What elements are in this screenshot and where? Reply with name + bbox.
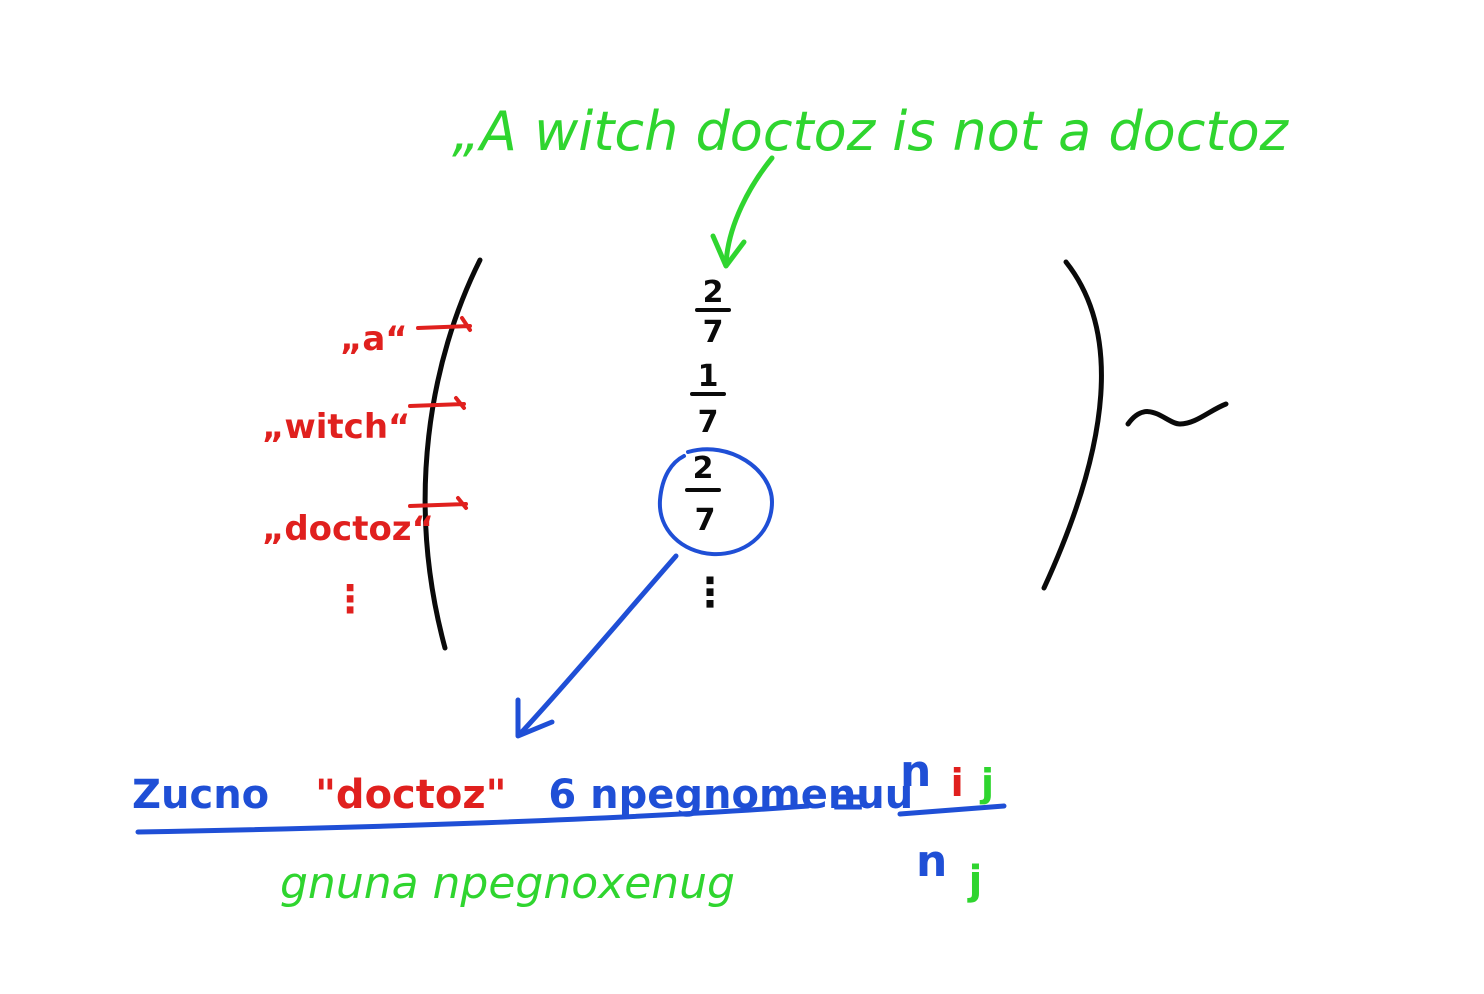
numerator-part1: Zucno (132, 772, 269, 818)
rhs-denominator: n j (916, 836, 982, 904)
fraction-bar (135, 803, 811, 835)
row-label-doctoz: „doctoz“ (262, 509, 434, 549)
matrix-entry: 1 7 (690, 359, 726, 440)
matrix-entry-3-num: 2 (693, 451, 714, 486)
rhs-numerator: n i j (900, 746, 994, 807)
matrix-entry-1-num: 2 (703, 275, 724, 310)
row-arrow-a (416, 316, 472, 332)
row-label-ellipsis: ⋮ (331, 577, 369, 621)
formula-numerator: Zucno "doctoz" 6 npegnomenuu (132, 772, 913, 818)
rhs-num-base: n (900, 746, 931, 797)
formula-denominator: gnuna npegnoxenug (280, 858, 735, 909)
highlight-circle (657, 447, 774, 557)
matrix-entry: 2 7 (695, 275, 731, 350)
right-bracket (1041, 259, 1104, 591)
rhs-den-base: n (916, 836, 947, 887)
equals-sign: = (830, 776, 867, 827)
tilde-mark (1125, 401, 1229, 427)
matrix-entry-2-den: 7 (698, 405, 719, 440)
green-arrow (710, 155, 775, 269)
row-arrow-doctoz (408, 496, 468, 510)
rhs-den-sub: j (967, 858, 983, 904)
matrix-entry-3-den: 7 (695, 503, 716, 538)
rhs-fraction-bar (897, 803, 1007, 817)
row-arrow-witch (408, 396, 466, 410)
rhs-num-sub-i: i (951, 761, 964, 805)
blue-arrow (515, 553, 679, 739)
row-label-a: „a“ (340, 319, 408, 359)
numerator-word: "doctoz" (315, 772, 506, 818)
matrix-entry-1-den: 7 (703, 315, 724, 350)
left-bracket (422, 257, 483, 651)
matrix-entry: 2 7 (685, 451, 721, 538)
row-label-witch: „witch“ (262, 407, 410, 447)
matrix-entry-2-num: 1 (698, 359, 719, 394)
rhs-num-sub-j: j (979, 761, 994, 805)
matrix-ellipsis: ⋮ (690, 570, 730, 616)
quote-text: „A witch doctoz is not a doctoz (452, 100, 1290, 163)
